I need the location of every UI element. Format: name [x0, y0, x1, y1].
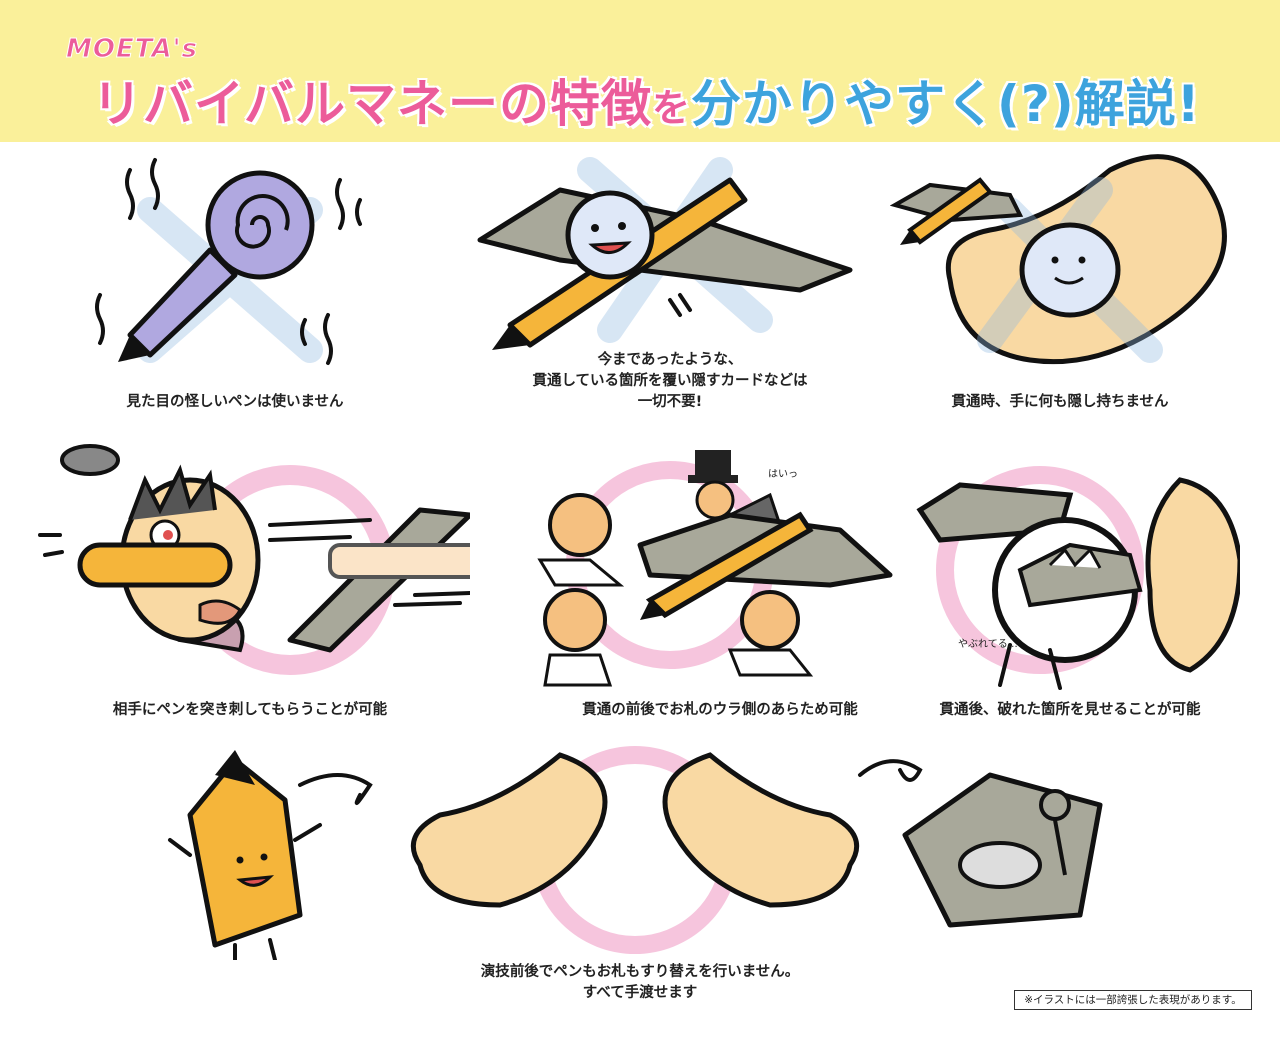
panel-show-torn: やぶれてる…: [900, 440, 1240, 690]
brand-label: MOETA's: [65, 34, 199, 65]
caption-panel-2-line-3: 一切不要!: [637, 394, 703, 410]
page-title: リバイバルマネーの特徴を分かりやすく(?)解説!: [91, 64, 1201, 136]
title-part-2: を: [651, 85, 692, 131]
caption-panel-6: 貫通後、破れた箇所を見せることが可能: [939, 702, 1201, 718]
title-part-1: リバイバルマネーの特徴: [91, 74, 652, 134]
check-back-illustration: [537, 450, 893, 687]
annotation-panel-5: はいっ: [768, 469, 798, 480]
pencil-through-bill-illustration: [477, 157, 853, 350]
caption-panel-3: 貫通時、手に何も隠し持ちません: [951, 394, 1169, 410]
spectator-stab-illustration: [38, 444, 470, 675]
panel-no-cover-card: [470, 150, 870, 355]
caption-panel-2-line-2: 貫通している箇所を覆い隠すカードなどは: [532, 373, 808, 389]
panel-spectator-stab: [30, 440, 470, 690]
annotation-panel-6: やぶれてる…: [958, 639, 1018, 650]
panel-hand-out: [160, 745, 1160, 960]
panel-empty-hand: [890, 150, 1230, 380]
caption-panel-7: 演技前後でペンもお札もすり替えを行いません。 すべて手渡せます: [360, 962, 920, 1004]
title-part-4: 解説!: [1074, 74, 1201, 134]
panel-suspicious-pen: [70, 150, 400, 380]
caption-panel-7-line-1: 演技前後でペンもお札もすり替えを行いません。: [480, 964, 800, 980]
caption-panel-1: 見た目の怪しいペンは使いません: [126, 394, 344, 410]
title-part-3: 分かりやすく(?): [690, 74, 1075, 134]
panel-check-back: はいっ: [530, 435, 910, 690]
caption-panel-7-line-2: すべて手渡せます: [582, 985, 698, 1001]
hand-out-illustration: [168, 746, 1103, 960]
empty-hand-illustration: [890, 154, 1227, 365]
caption-panel-4: 相手にペンを突き刺してもらうことが可能: [112, 702, 388, 718]
show-torn-illustration: [916, 466, 1240, 690]
caption-panel-2: 今まであったような、 貫通している箇所を覆い隠すカードなどは 一切不要!: [470, 350, 870, 413]
caption-panel-5: 貫通の前後でお札のウラ側のあらため可能: [582, 702, 858, 718]
caption-panel-2-line-1: 今まであったような、: [597, 352, 743, 368]
header-banner: MOETA's リバイバルマネーの特徴を分かりやすく(?)解説!: [0, 0, 1280, 142]
suspicious-pen-illustration: [95, 158, 362, 365]
footnote-box: ※イラストには一部誇張した表現があります。: [1014, 990, 1252, 1010]
